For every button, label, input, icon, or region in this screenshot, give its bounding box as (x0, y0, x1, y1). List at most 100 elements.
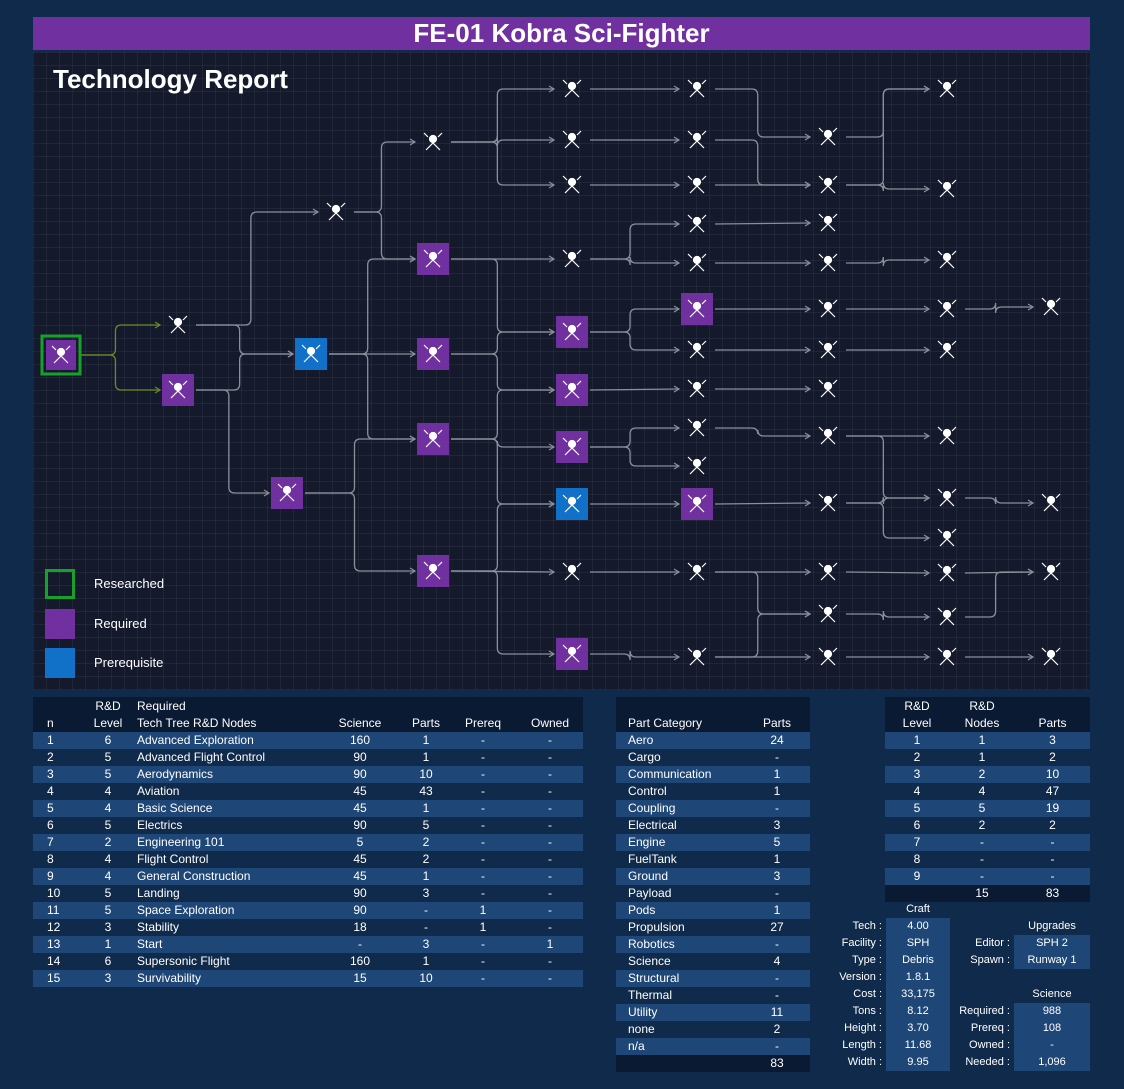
tree-edge (714, 502, 811, 505)
row-owned: - (517, 817, 583, 834)
row-nodes: 1 (949, 749, 1015, 766)
craft-value: 8.12 (886, 1003, 950, 1020)
level-header-top: R&D (95, 699, 121, 713)
row-level: 1 (885, 732, 949, 749)
row-n: 9 (33, 868, 79, 885)
row-category: n/a (616, 1038, 744, 1055)
robot-icon (937, 607, 957, 626)
tail-icon (818, 426, 838, 445)
row-science: 45 (317, 868, 403, 885)
tree-edge (715, 139, 810, 186)
edge-arrow (1027, 303, 1035, 311)
row-prereq: - (449, 885, 517, 902)
supersonic-node (681, 293, 713, 325)
craft-value: 9.95 (886, 1054, 950, 1071)
row-parts: 1 (403, 800, 449, 817)
table-row: n/a- (616, 1038, 810, 1055)
upgrade-label: Editor : (975, 937, 1010, 949)
row-science: 90 (317, 817, 403, 834)
row-parts: 43 (403, 783, 449, 800)
row-parts: - (1015, 851, 1090, 868)
edge-arrow (923, 432, 931, 440)
rd-nodes-table: R&D Required n Level Tech Tree R&D Nodes… (33, 698, 583, 987)
row-parts: 1 (403, 749, 449, 766)
tree-edge (79, 354, 160, 391)
edge-arrow (548, 136, 556, 144)
edge-arrow (673, 305, 681, 313)
capsule-icon (687, 456, 707, 475)
row-level: 2 (885, 749, 949, 766)
science-summary-header: Science (1032, 988, 1072, 1000)
level-header: Level (902, 716, 932, 730)
row-nodes: - (949, 834, 1015, 851)
aerodynamics-node (556, 316, 588, 348)
tree-edge (715, 88, 810, 138)
edge-arrow (923, 305, 931, 313)
jet-icon (937, 299, 957, 318)
row-level: 3 (79, 919, 137, 936)
science-value: 988 (1014, 1003, 1090, 1020)
craft-label: Tech : (852, 920, 882, 932)
craft-row: Version :1.8.1 (820, 969, 950, 986)
row-category: Electrical (616, 817, 744, 834)
required-swatch (45, 609, 75, 639)
tree-edge (196, 211, 318, 326)
edge-arrow (923, 613, 931, 621)
runway-icon (818, 340, 838, 359)
tech-tree-graph (40, 79, 1061, 670)
row-node-name: Basic Science (137, 800, 317, 817)
row-category: Pods (616, 902, 744, 919)
fuel-nozzle-icon (562, 175, 582, 194)
row-level: 5 (79, 817, 137, 834)
row-category: Thermal (616, 987, 744, 1004)
edge-arrow (154, 321, 162, 329)
row-prereq: - (449, 783, 517, 800)
edge-arrow (673, 653, 681, 661)
edge-arrow (548, 328, 556, 336)
row-parts: - (403, 919, 449, 936)
engineering-node (162, 374, 194, 406)
edge-arrow (673, 136, 681, 144)
truck-icon (937, 179, 957, 198)
row-level: 7 (885, 834, 949, 851)
row-n: 13 (33, 936, 79, 953)
row-node-name: Aviation (137, 783, 317, 800)
row-n: 8 (33, 851, 79, 868)
row-owned: - (517, 783, 583, 800)
row-prereq: 1 (449, 902, 517, 919)
edge-arrow (804, 568, 812, 576)
tree-edge (451, 331, 554, 355)
row-nodes: 2 (949, 817, 1015, 834)
edge-arrow (804, 133, 812, 141)
flight-control-node (556, 374, 588, 406)
row-n: 6 (33, 817, 79, 834)
row-category: Robotics (616, 936, 744, 953)
row-science: 15 (317, 970, 403, 987)
row-parts: 10 (1015, 766, 1090, 783)
craft-row: Type :Debris (820, 952, 950, 969)
cloud-icon (818, 299, 838, 318)
row-owned: - (517, 749, 583, 766)
row-node-name: Survivability (137, 970, 317, 987)
craft-row: Cost :33,175 (820, 986, 950, 1003)
row-node-name: Electrics (137, 817, 317, 834)
row-category: Utility (616, 1004, 744, 1021)
row-node-name: Stability (137, 919, 317, 936)
edge-arrow (673, 346, 681, 354)
tree-edge (715, 427, 810, 437)
upgrade-label: Spawn : (970, 954, 1010, 966)
row-owned: - (517, 732, 583, 749)
